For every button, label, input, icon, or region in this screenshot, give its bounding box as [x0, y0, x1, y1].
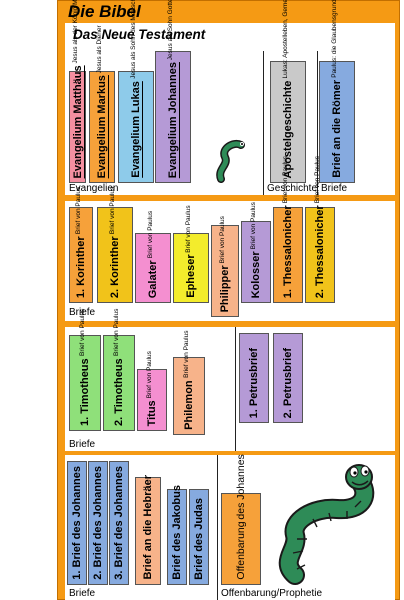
book-title: Brief an die Hebräer	[142, 475, 154, 580]
book-matthaeus[interactable]: Evangelium Matthäus Jesus als der König/…	[69, 0, 86, 183]
book-1-johannes[interactable]: 1. Brief des Johannes	[67, 461, 87, 585]
book-roemer[interactable]: Brief an die Römer Paulus: die Glaubensg…	[319, 0, 355, 183]
book-judas[interactable]: Brief des Judas	[189, 489, 209, 585]
worm-small-icon	[216, 140, 245, 183]
book-title: Brief an die Römer	[331, 80, 343, 178]
book-subtitle: Jesus als Sohn des Menschen	[130, 0, 137, 80]
book-title: Philemon	[183, 380, 195, 430]
book-subtitle: Brief von Paulus	[185, 205, 192, 253]
book-title: Titus	[146, 399, 158, 426]
book-subtitle: Brief von Paulus	[109, 186, 116, 235]
book-title: 2. Korinther	[109, 236, 121, 298]
shelf-divider	[235, 327, 236, 451]
book-title: 2. Timotheus	[113, 358, 125, 426]
book-subtitle: Brief von Paulus	[314, 155, 321, 204]
book-subtitle: Brief von Paulus	[147, 210, 154, 259]
book-3-johannes[interactable]: 3. Brief des Johannes	[109, 461, 129, 585]
book-title: 3. Brief des Johannes	[113, 466, 125, 580]
shelf-label-offenbarung: Offenbarung/Prophetie	[221, 588, 323, 599]
book-title: Evangelium Lukas	[130, 81, 142, 178]
book-subtitle: Paulus: die Glaubensgrundsätze	[331, 0, 338, 79]
book-subtitle: des Johannes	[235, 454, 247, 520]
book-subtitle: Brief von Paulus	[146, 350, 153, 398]
book-jakobus[interactable]: Brief des Jakobus	[167, 485, 187, 585]
book-title: Evangelium Markus	[96, 74, 108, 178]
shelf-divider	[263, 51, 264, 195]
book-subtitle: Brief von Paulus	[75, 186, 82, 235]
book-subtitle: Brief von Paulus	[250, 201, 257, 249]
book-title: Brief des Jakobus	[171, 485, 183, 580]
book-title: Epheser	[185, 254, 197, 298]
book-subtitle: Lukas: Apostelleben, Gemeindebau	[282, 0, 289, 79]
shelf-subtitle: Das Neue Testament	[73, 27, 206, 42]
book-title: Philipper	[219, 264, 231, 312]
book-2-johannes[interactable]: 2. Brief des Johannes	[88, 461, 108, 585]
book-offenbarung[interactable]: Offenbarung des Johannes	[221, 454, 261, 585]
book-subtitle: Brief von Paulus	[183, 331, 190, 379]
book-title: 1. Petrusbrief	[248, 347, 260, 418]
book-2-petrusbrief[interactable]: 2. Petrusbrief	[273, 333, 303, 423]
bible-bookshelf: Die Bibel Das Neue Testament Evangelium …	[57, 0, 400, 600]
book-subtitle: Brief von Paulus	[113, 309, 120, 357]
shelf-label-briefe: Briefe	[69, 439, 96, 450]
shelf-divider	[217, 455, 218, 600]
book-subtitle: Brief von Paulus	[282, 155, 289, 204]
book-title: 2. Brief des Johannes	[92, 466, 104, 580]
book-title: 2. Thessalonicher	[314, 205, 326, 298]
book-subtitle: Brief von Paulus	[79, 309, 86, 357]
page-title: Die Bibel	[68, 2, 141, 21]
book-title: Offenbarung	[235, 521, 247, 580]
shelf-label-briefe: Briefe	[321, 183, 348, 194]
book-title: 1. Thessalonicher	[282, 205, 294, 298]
book-title: Brief des Judas	[193, 498, 205, 580]
shelf-label-briefe: Briefe	[69, 588, 96, 599]
book-subtitle: Jesus als Diener	[96, 24, 103, 73]
shelf-letters-revelation: 1. Brief des Johannes 2. Brief des Johan…	[65, 454, 395, 600]
book-title: 1. Brief des Johannes	[71, 466, 83, 580]
book-lukas[interactable]: Evangelium Lukas Jesus als Sohn des Mens…	[118, 0, 154, 183]
book-title: Galater	[147, 260, 159, 298]
book-title: Evangelium Johannes	[167, 61, 179, 178]
shelf-divider	[317, 51, 318, 195]
book-markus[interactable]: Evangelium Markus Jesus als Diener	[89, 25, 115, 183]
book-apostelgeschichte[interactable]: Apostelgeschichte Lukas: Apostelleben, G…	[270, 0, 306, 183]
worm-large-icon	[278, 464, 375, 585]
shelf-label-geschichte: Geschichte	[267, 183, 318, 194]
book-title: 2. Petrusbrief	[282, 347, 294, 418]
shelf-label-evangelien: Evangelien	[69, 183, 119, 194]
book-subtitle: Jesus als der König/Messias	[71, 0, 79, 63]
book-title: Kolosser	[250, 250, 262, 298]
book-johannes[interactable]: Evangelium Johannes Jesus als Sohn Gotte…	[155, 0, 191, 183]
book-subtitle: Brief von Paulus	[219, 215, 226, 263]
shelf-gospels: Das Neue Testament Evangelium Matthäus J…	[65, 0, 395, 195]
book-title: 1. Korinther	[75, 236, 87, 298]
book-subtitle: Jesus als Sohn Gottes	[167, 0, 174, 60]
book-1-petrusbrief[interactable]: 1. Petrusbrief	[239, 333, 269, 423]
book-title: Evangelium Matthäus	[71, 64, 84, 178]
shelf-label-briefe: Briefe	[69, 307, 96, 318]
book-title: 1. Timotheus	[79, 358, 91, 426]
book-hebraeer[interactable]: Brief an die Hebräer	[135, 475, 161, 585]
